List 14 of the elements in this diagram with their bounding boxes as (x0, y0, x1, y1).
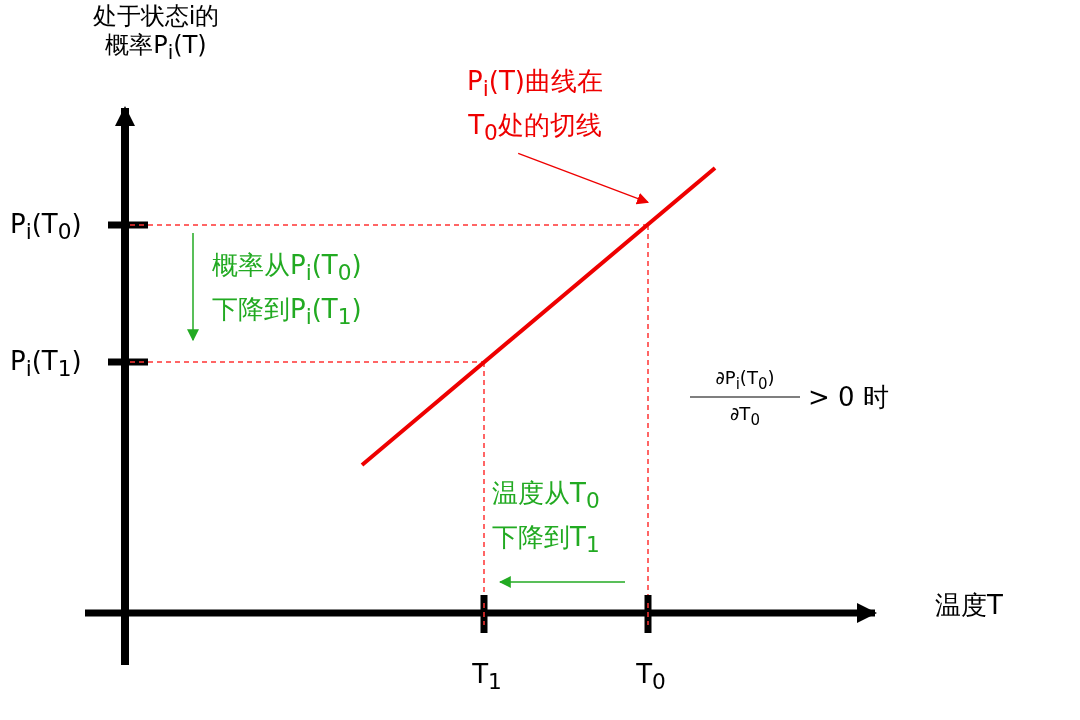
tangent-line (362, 168, 715, 465)
axis-title: 温度T (935, 589, 1004, 622)
tick-label: P$_{i}$(T$_{1}$) (10, 345, 83, 384)
annotation-text: 温度从T$_{0}$下降到T$_{1}$ (492, 477, 601, 559)
formula-text: ∂T$_{0}$ (729, 402, 761, 431)
formula-text: ∂P$_{i}$(T$_{0}$) (714, 366, 776, 395)
annotation-text: P$_{i}$(T)曲线在T$_{0}$处的切线 (465, 62, 605, 150)
formula-text: > 0 时 (808, 381, 890, 414)
leader-line (517, 152, 650, 205)
annotation-text: 概率从P$_{i}$(T$_{0}$)下降到P$_{i}$(T$_{1}$) (212, 249, 363, 331)
tick-label: P$_{i}$(T$_{0}$) (10, 208, 83, 247)
tick-label: T$_{0}$ (635, 658, 667, 697)
tick-label: T$_{1}$ (471, 658, 503, 697)
axis-title: 处于状态i的概率P$_{i}$(T) (91, 2, 221, 64)
